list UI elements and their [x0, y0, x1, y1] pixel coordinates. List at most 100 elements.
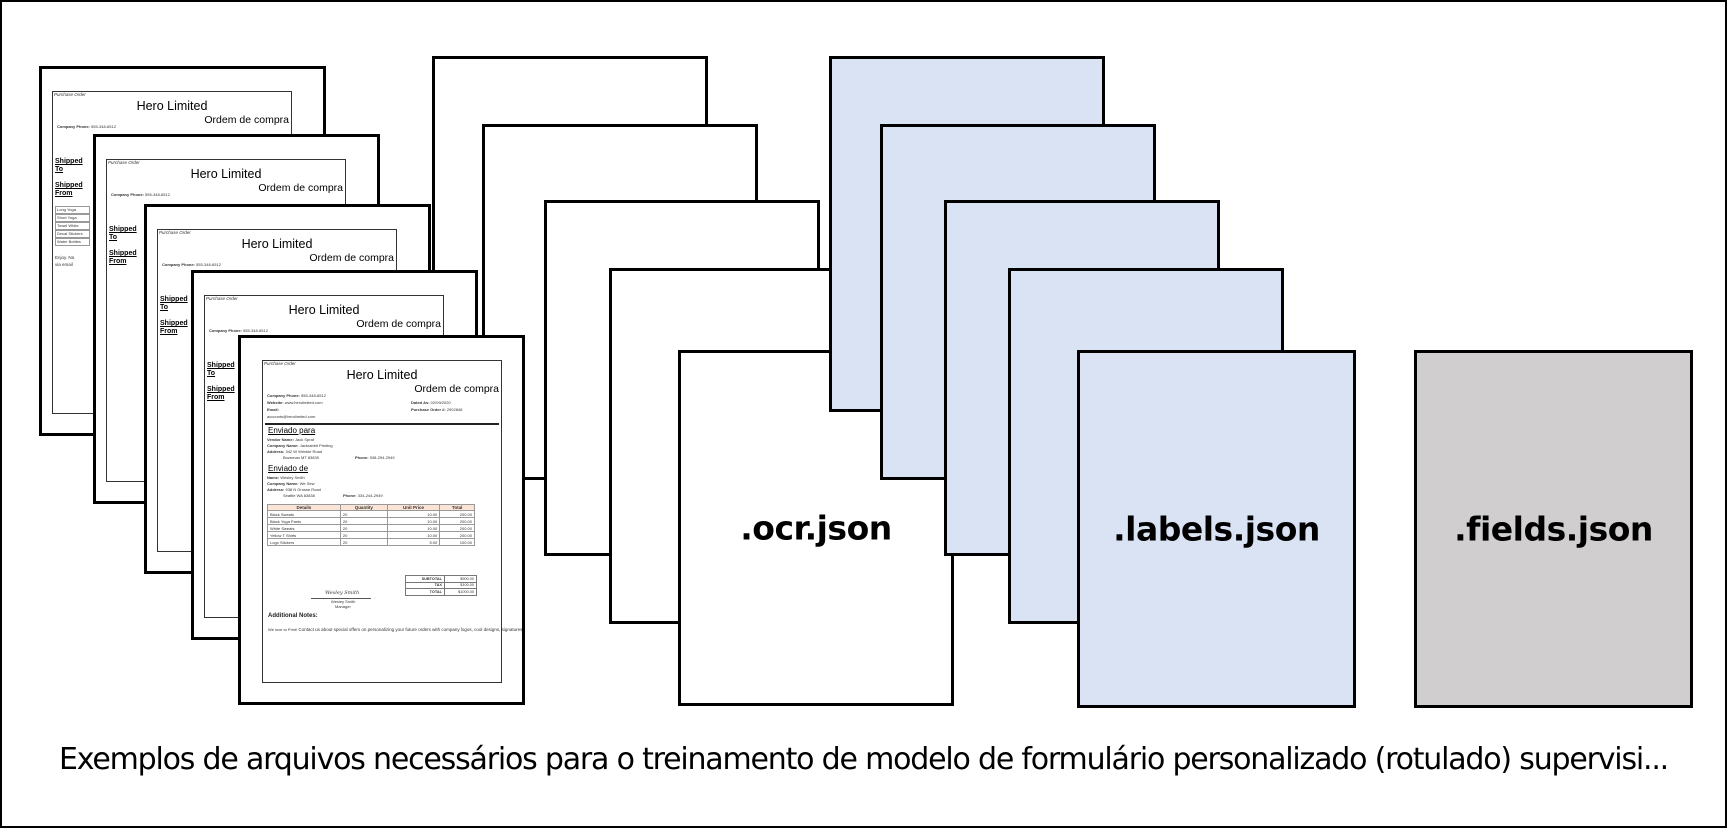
- totals-row: TAX$100.00: [405, 581, 478, 589]
- table-cell: 10.00: [386, 517, 441, 525]
- table-cell: 200.00: [439, 524, 475, 532]
- item-detail: Long Yoga: [55, 206, 90, 214]
- company-phone-value: 555-348-6512: [301, 393, 326, 398]
- company-name: Hero Limited: [288, 303, 360, 317]
- notes-prefix: We love to Print!: [268, 627, 299, 632]
- ship-to-address-label: Address:: [267, 449, 285, 454]
- table-cell: 100.00: [439, 538, 475, 546]
- email-label: Email:: [267, 407, 280, 412]
- table-cell: 20: [339, 510, 388, 518]
- header-rule: [265, 423, 499, 425]
- document-title: Ordem de compra: [309, 252, 394, 264]
- document-title: Ordem de compra: [414, 383, 499, 395]
- ship-to-heading: Shipped To: [160, 296, 188, 311]
- ship-from-phone: Phone: 334-244-2949: [343, 492, 383, 500]
- website-value: www.herolimited.com: [284, 400, 323, 405]
- dated-as-value: 02/09/2020: [430, 400, 451, 405]
- item-detail: Towel White: [55, 222, 90, 230]
- table-cell: 200.00: [439, 531, 475, 539]
- ship-from-address-label: Address:: [267, 487, 285, 492]
- company-phone-value: 555-348-6512: [91, 124, 116, 129]
- company-phone: Company Phone: 555-348-6512: [57, 123, 116, 131]
- table-cell: White Sweats: [267, 524, 341, 532]
- ship-from-heading: Shipped From: [55, 182, 83, 197]
- table-cell: 10.00: [386, 531, 441, 539]
- company-phone: Company Phone: 555-348-6512: [162, 261, 221, 269]
- company-phone-label: Company Phone:: [111, 192, 144, 197]
- company-phone-label: Company Phone:: [162, 262, 195, 267]
- ship-from-name-value: Wesley Smith: [280, 475, 305, 480]
- company-phone: Company Phone: 555-348-6512: [267, 392, 326, 400]
- table-cell: 10.00: [386, 524, 441, 532]
- ship-from-name: Name: Wesley Smith: [267, 474, 305, 482]
- ocr-file-sheet-front: .ocr.json: [678, 350, 954, 706]
- dated-as-label: Dated As:: [411, 400, 430, 405]
- website: Website: www.herolimited.com: [267, 399, 323, 407]
- vendor-name-value: Jack Sprat: [295, 437, 314, 442]
- doc-type: Purchase Order: [159, 230, 191, 235]
- table-cell: 20: [339, 517, 388, 525]
- ship-to-heading: Shipped To: [109, 226, 137, 241]
- ship-from-heading: Shipped From: [207, 386, 235, 401]
- table-cell: 20: [339, 524, 388, 532]
- ship-from-phone-value: 334-244-2949: [357, 493, 383, 498]
- table-cell: 20: [339, 531, 388, 539]
- ship-to-address-value: 342 W Wrinkle Road: [285, 449, 323, 454]
- company-name: Hero Limited: [190, 167, 262, 181]
- company-phone-label: Company Phone:: [209, 328, 242, 333]
- ship-from-heading: Enviado de: [268, 464, 309, 473]
- document-title: Ordem de compra: [356, 318, 441, 330]
- document-title: Ordem de compra: [258, 182, 343, 194]
- notes-prefix: Enjoy. Na: [55, 255, 75, 260]
- vendor-name: Vendor Name: Jack Sprat: [267, 436, 314, 444]
- po-number-value: 2902848: [446, 407, 463, 412]
- item-detail: Short Yoga: [55, 214, 90, 222]
- ocr-json-label: .ocr.json: [740, 508, 892, 548]
- ship-to-address2: Bozeman MT 83839: [283, 455, 319, 460]
- visible-margin-column: Shipped To Shipped From: [160, 296, 188, 336]
- po-number-label: Purchase Order #:: [411, 407, 446, 412]
- notes-heading: Additional Notes:: [268, 613, 318, 619]
- totals-value: $100.00: [443, 581, 478, 589]
- fields-file-sheet: .fields.json: [1414, 350, 1693, 708]
- vendor-name-label: Vendor Name:: [267, 437, 294, 442]
- table-cell: 200.00: [439, 510, 475, 518]
- signer-title: Manager: [335, 604, 351, 609]
- table-cell: Black Sweats: [267, 510, 341, 518]
- table-cell: Black Yoga Pants: [267, 517, 341, 525]
- company-phone-value: 555-348-6512: [145, 192, 170, 197]
- company-phone-label: Company Phone:: [57, 124, 90, 129]
- signer-name: Wesley Smith: [331, 599, 356, 604]
- table-cell: Logo Stickers: [267, 538, 341, 546]
- ship-to-phone-label: Phone:: [355, 455, 369, 460]
- company-phone-value: 555-348-6512: [243, 328, 268, 333]
- ship-to-company-label: Company Name:: [267, 443, 299, 448]
- ship-from-name-label: Name:: [267, 475, 280, 480]
- signature: Wesley Smith: [325, 590, 360, 596]
- fields-json-label: .fields.json: [1454, 509, 1653, 549]
- ship-to-phone-value: 938-294-2949: [369, 455, 395, 460]
- company-phone: Company Phone: 555-348-6512: [111, 191, 170, 199]
- table-cell: 200.00: [439, 517, 475, 525]
- po-number: Purchase Order #: 2902848: [411, 406, 462, 414]
- ship-to-phone: Phone: 938-294-2949: [355, 454, 395, 462]
- totals-value: $1000.00: [443, 588, 478, 596]
- ship-from-phone-label: Phone:: [343, 493, 357, 498]
- company-name: Hero Limited: [346, 368, 418, 382]
- company-name: Hero Limited: [136, 99, 208, 113]
- ship-from-address2: Seattle WA 83838: [283, 493, 315, 498]
- ship-from-heading: Shipped From: [160, 320, 188, 335]
- company-phone: Company Phone: 555-348-6512: [209, 327, 268, 335]
- totals-label: TOTAL: [405, 588, 445, 596]
